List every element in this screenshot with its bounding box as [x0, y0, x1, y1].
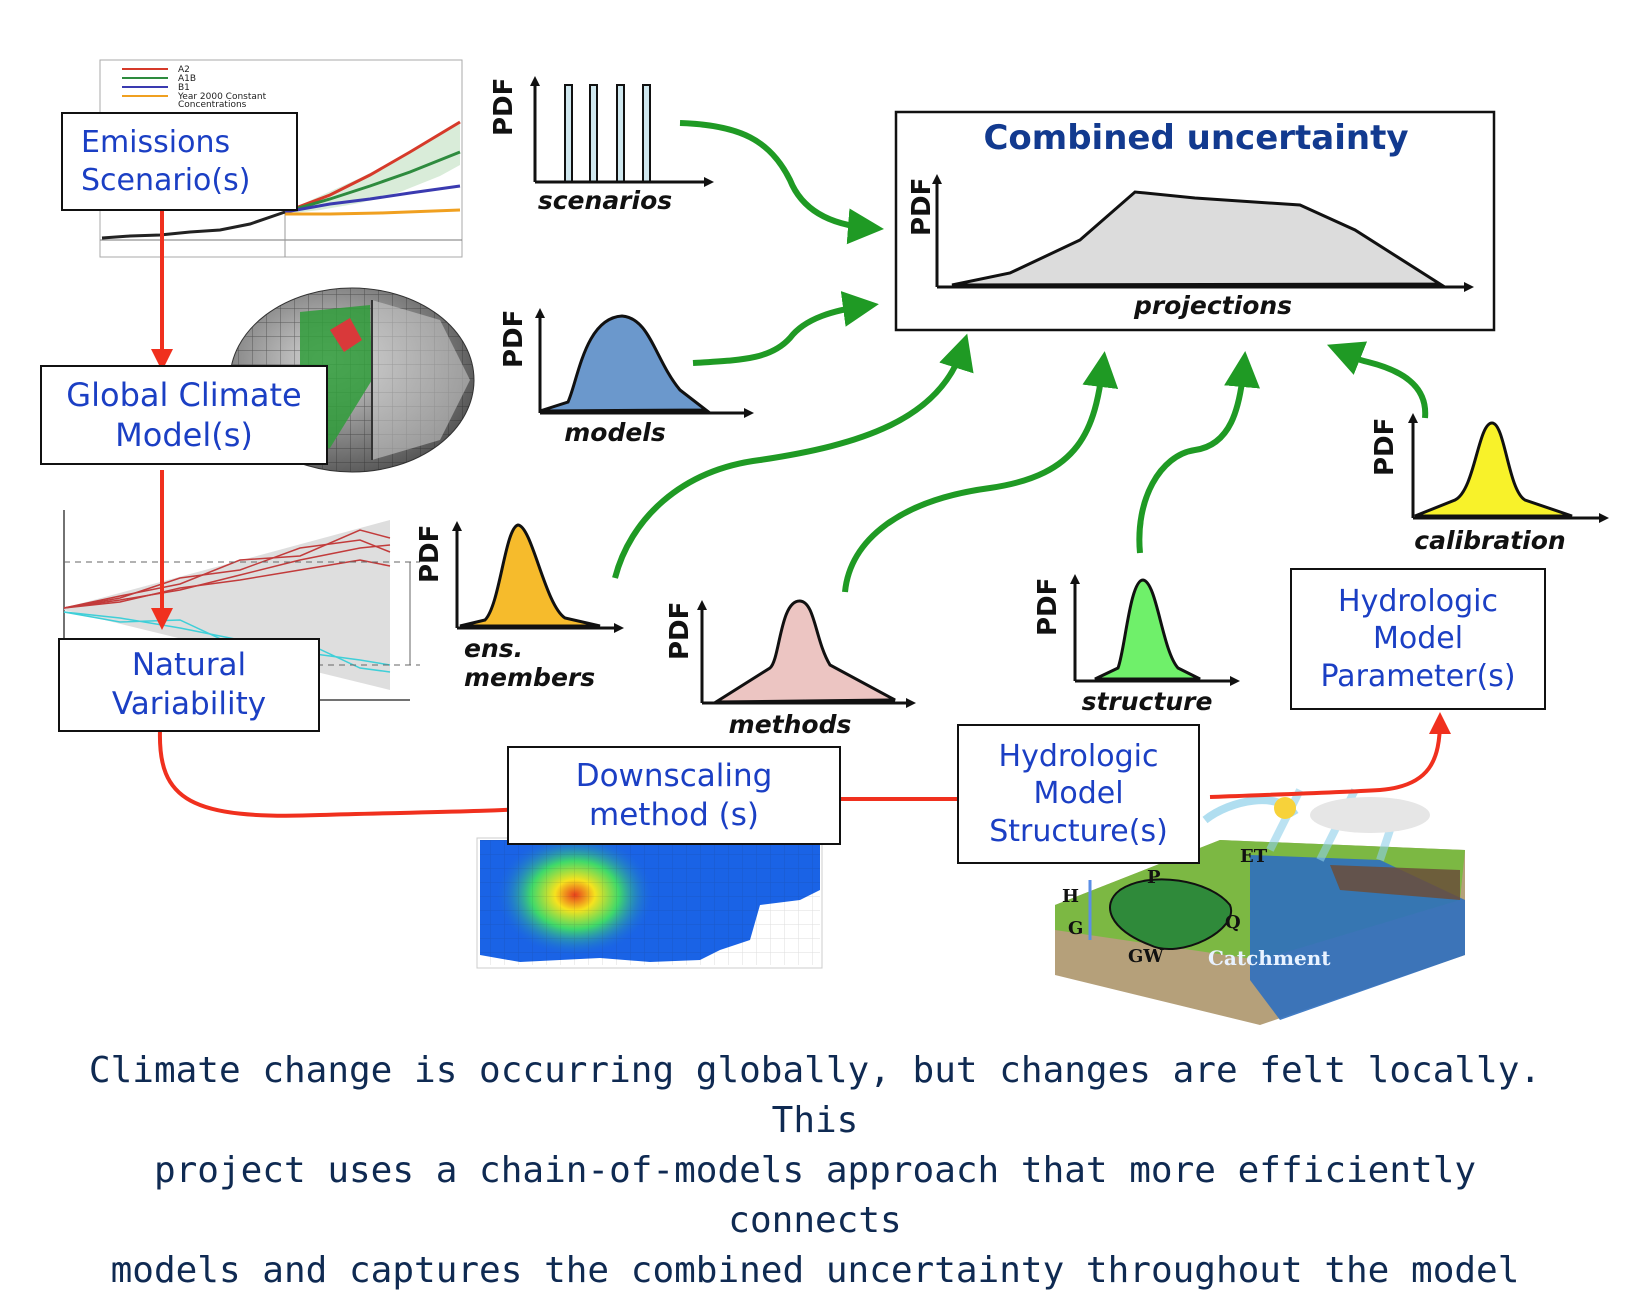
arrow-structure-to-combined — [1136, 351, 1260, 554]
combined-uncertainty-title: Combined uncertainty — [983, 118, 1409, 158]
gcm-line2: Model(s) — [115, 416, 253, 454]
arrow-models-to-combined — [692, 291, 879, 366]
legend-a2: A2 — [178, 65, 190, 75]
models-x-label: models — [564, 418, 666, 447]
arrow-calibration-to-combined — [1327, 341, 1429, 419]
models-y-label: PDF — [499, 310, 529, 368]
arrow-variability-to-downscaling — [157, 729, 548, 820]
combined-y-label: PDF — [907, 178, 937, 236]
hydro-label-et: ET — [1240, 846, 1268, 867]
hydro-label-h: H — [1062, 886, 1079, 907]
methods-x-label: methods — [729, 710, 852, 739]
pdf-panel-calibration: PDF calibration — [1370, 413, 1609, 555]
arrow-hydro-structure-to-params — [1209, 712, 1451, 799]
emissions-line1: Emissions — [81, 125, 231, 160]
structure-x-label: structure — [1082, 687, 1213, 716]
caption-line2: project uses a chain-of-models approach … — [153, 1150, 1477, 1241]
caption-line1: Climate change is occurring globally, bu… — [88, 1050, 1542, 1141]
hydro-label-gw: GW — [1128, 946, 1164, 967]
calibration-y-label: PDF — [1370, 418, 1400, 476]
hydro-structure-line1: Hydrologic — [998, 738, 1159, 774]
downscaling-heatmap-illustration — [476, 833, 823, 969]
caption-line3: models and captures the combined uncerta… — [110, 1250, 1520, 1291]
ens-y-label: PDF — [415, 525, 445, 583]
global-climate-model-box: Global Climate Model(s) — [40, 365, 328, 465]
hydrology-catchment-illustration: ET P H Q G GW Catchment — [1055, 788, 1465, 1025]
hydro-structure-line3: Structure(s) — [989, 813, 1168, 849]
legend-year2000: Year 2000 Constant — [177, 92, 267, 102]
hydro-structure-line2: Model — [1033, 776, 1124, 812]
figure-caption: Climate change is occurring globally, bu… — [60, 1046, 1570, 1296]
downscaling-method-box: Downscaling method (s) — [507, 746, 841, 845]
downscaling-line1: Downscaling — [575, 757, 773, 794]
natural-line1: Natural — [131, 647, 247, 684]
pdf-panel-methods: PDF methods — [665, 599, 916, 739]
combined-x-label: projections — [1133, 291, 1292, 320]
combined-uncertainty-panel: PDF projections — [894, 110, 1496, 332]
pdf-panel-structure: PDF structure — [1033, 574, 1240, 716]
hydro-label-g: G — [1068, 918, 1083, 939]
legend-a1b: A1B — [178, 74, 196, 84]
arrow-scenarios-to-combined — [679, 120, 884, 245]
emissions-legend: A2 A1B B1 Year 2000 Constant Concentrati… — [122, 65, 267, 110]
hydro-label-p: P — [1147, 867, 1161, 888]
scenarios-y-label: PDF — [489, 78, 519, 136]
hydro-params-line1: Hydrologic — [1338, 583, 1498, 619]
methods-y-label: PDF — [665, 602, 695, 660]
diagram-canvas: A2 A1B B1 Year 2000 Constant Concentrati… — [63, 59, 1609, 1025]
gcm-line1: Global Climate — [66, 376, 302, 414]
natural-variability-box: Natural Variability — [58, 638, 320, 732]
hydro-params-line2: Model — [1372, 621, 1464, 657]
emissions-scenario-box: Emissions Scenario(s) — [61, 112, 298, 211]
legend-concentrations: Concentrations — [178, 100, 247, 110]
hydrologic-model-parameters-box: Hydrologic Model Parameter(s) — [1290, 568, 1546, 710]
model-chain-arrows — [151, 207, 1451, 820]
downscaling-line2: method (s) — [589, 796, 759, 833]
pdf-panel-ens-members: PDF ens. members — [415, 521, 624, 692]
ens-x-label-line1: ens. — [464, 634, 523, 663]
arrow-methods-to-combined — [842, 351, 1119, 593]
structure-y-label: PDF — [1033, 578, 1063, 636]
hydrologic-model-structure-box: Hydrologic Model Structure(s) — [957, 724, 1200, 864]
scenarios-x-label: scenarios — [538, 186, 672, 215]
globe-illustration — [229, 287, 475, 473]
hydro-label-q: Q — [1225, 912, 1241, 933]
emissions-line2: Scenario(s) — [81, 162, 251, 198]
pdf-panel-scenarios: PDF scenarios — [489, 76, 714, 215]
natural-line2: Variability — [111, 686, 267, 722]
pdf-panel-models: PDF models — [499, 308, 754, 447]
calibration-x-label: calibration — [1414, 526, 1565, 555]
ens-x-label-line2: members — [464, 663, 595, 692]
legend-b1: B1 — [178, 83, 190, 93]
uncertainty-arrows — [612, 120, 1429, 593]
hydro-label-catchment: Catchment — [1208, 946, 1331, 970]
arrow-ens-to-combined — [612, 333, 974, 579]
hydro-params-line3: Parameter(s) — [1320, 658, 1516, 694]
